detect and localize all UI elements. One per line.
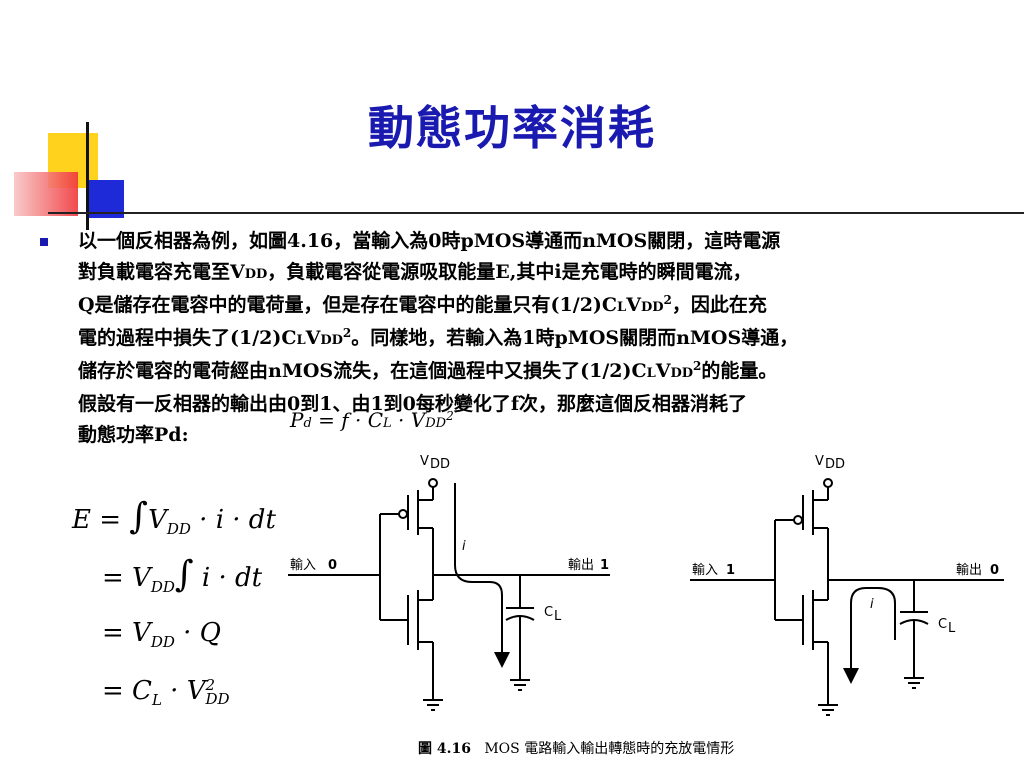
paragraph-line-2: 對負載電容充電至VDD，負載電容從電源吸取能量E,其中i是充電時的瞬間電流， [78,257,998,290]
text-run: V [305,327,321,349]
slide-title: 動態功率消耗 [368,101,656,155]
paragraph-line-4: 電的過程中損失了(1/2)CLVDD2。同樣地，若輸入為1時pMOS關閉而nMO… [78,323,998,356]
eq-text: = C [102,676,152,706]
bullet-square-icon [40,238,48,246]
eq-text: · Q [174,618,221,648]
cap-label-c: C [938,617,947,632]
caption-text: MOS 電路輸入輸出轉態時的充放電情形 [484,741,735,757]
text-run: 的能量。 [701,360,778,382]
paragraph-line-5: 儲存於電容的電荷經由nMOS流失，在這個過程中又損失了(1/2)CLVDD2的能… [78,356,998,389]
text-run: ，因此在充 [671,294,767,316]
deco-horizontal-line [48,212,1024,214]
eq-text: · i · dt [190,505,276,535]
eq-superscript: 2 [205,676,216,694]
text-run: 儲存於電容的電荷經由nMOS流失，在這個過程中又損失了(1/2)C [78,360,647,382]
figure-caption: 圖 4.16 MOS 電路輸入輸出轉態時的充放電情形 [418,738,734,758]
vdd-node [428,478,438,488]
pmos-bubble [398,509,408,519]
charge-current-arrow [454,483,510,668]
eq-subscript: DD [166,520,191,538]
subscript-dd: DD [640,300,664,315]
vdd-label-v: V [815,454,824,469]
superscript-2: 2 [693,359,702,373]
subscript-dd: DD [320,333,343,348]
text-run: 對負載電容充電至V [78,261,245,283]
formula-sub-d: d [303,416,312,431]
equation-3: = VDD · Q [72,604,276,662]
equation-1: E = ∫VDD · i · dt [72,488,276,546]
discharge-current-arrow [843,587,896,684]
formula-sub-l: L [383,416,392,431]
text-run: 。同樣地，若輸入為1時pMOS關閉而nMOS導通， [351,327,799,349]
output-label: 輸出 [956,563,982,578]
energy-derivation: E = ∫VDD · i · dt = VDD∫ i · dt = VDD · … [72,488,276,720]
output-value: 1 [600,558,609,573]
paragraph-line-7: 動態功率Pd: [78,424,189,446]
eq-text: · V [161,676,206,706]
input-value: 0 [328,558,337,573]
cap-label-l: L [948,621,956,636]
text-run: ，負載電容從電源吸取能量E,其中i是充電時的瞬間電流， [267,261,752,283]
deco-red-square [14,172,78,216]
integral-sign: ∫ [129,496,149,537]
current-label: i [870,597,874,612]
output-label: 輸出 [568,558,594,573]
input-value: 1 [726,563,735,578]
subscript-l: L [296,333,306,348]
subscript-dd: DD [244,267,268,282]
body-paragraph: 以一個反相器為例，如圖4.16，當輸入為0時pMOS導通而nMOS關閉，這時電源… [78,226,998,451]
eq-subscript: L [151,691,162,709]
circuit-right [690,478,1004,716]
eq-text: i · dt [193,563,263,593]
input-label: 輸入 [290,558,316,573]
pmos-bubble [793,515,803,525]
subscript-l: L [646,366,656,381]
integral-sign: ∫ [174,554,194,595]
circuit-left [288,478,610,711]
deco-blue-square [86,180,124,218]
eq-text: E = [72,505,130,535]
formula-text: = f · C [311,408,384,432]
eq-subscript: DD [205,690,230,708]
text-run: V [655,360,671,382]
eq-text: V [148,505,167,535]
eq-subscript: DD [150,633,175,651]
output-value: 0 [990,563,999,578]
vdd-node [823,478,833,488]
equation-2: = VDD∫ i · dt [72,546,276,604]
formula-sub-dd: DD [425,416,447,431]
eq-text: = V [102,563,151,593]
pd-formula: Pd = f · CL · VDD2 [290,408,454,432]
caption-number: 圖 4.16 [418,741,471,757]
vdd-label-dd: DD [825,457,845,472]
paragraph-line-3: Q是儲存在電容中的電荷量，但是存在電容中的能量只有(1/2)CLVDD2，因此在… [78,290,998,323]
formula-sup-2: 2 [446,409,454,423]
superscript-2: 2 [342,326,352,340]
subscript-l: L [617,300,627,315]
superscript-2: 2 [663,293,672,307]
formula-text: · V [391,408,426,432]
input-label: 輸入 [692,563,718,578]
paragraph-line-6: 假設有一反相器的輸出由0到1、由1到0每秒變化了f次，那麼這個反相器消耗了 [78,393,748,415]
text-run: 電的過程中損失了(1/2)C [78,327,297,349]
paragraph-line-1: 以一個反相器為例，如圖4.16，當輸入為0時pMOS導通而nMOS關閉，這時電源 [78,230,781,252]
vdd-label-v: V [420,454,429,469]
text-run: Q是儲存在電容中的電荷量，但是存在電容中的能量只有(1/2)C [78,294,618,316]
cap-label-c: C [544,605,553,620]
eq-text: = V [102,618,151,648]
vdd-label-dd: DD [430,457,450,472]
text-run: V [626,294,641,316]
current-label: i [462,539,466,554]
cap-label-l: L [554,609,562,624]
formula-p: P [290,408,304,432]
subscript-dd: DD [670,366,694,381]
deco-vertical-line [86,122,89,230]
eq-subscript: DD [150,578,175,596]
